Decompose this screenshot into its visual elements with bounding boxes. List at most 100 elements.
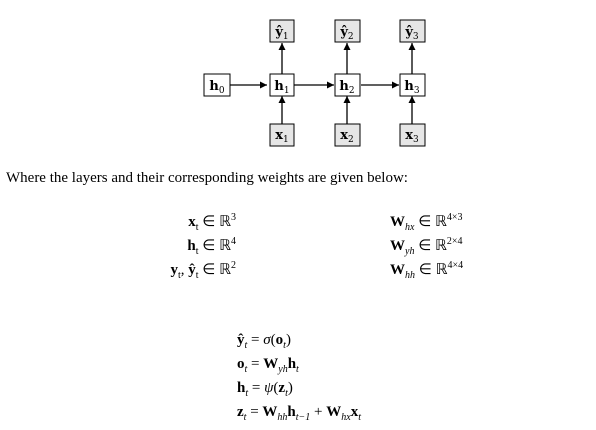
node-x3: x3 (399, 123, 426, 147)
eq1-arg: o (275, 332, 284, 348)
dim-x: xt ∈ ℝ3 (188, 212, 236, 233)
dim-x-set: ℝ (219, 214, 231, 230)
dim-y-lhs: y (170, 262, 178, 278)
svg-text:ŷ1: ŷ1 (274, 25, 288, 42)
svg-text:ŷ2: ŷ2 (339, 25, 353, 42)
dims-right: Whx ∈ ℝ4×3 Wyh ∈ ℝ2×4 Whh ∈ ℝ4×4 (390, 206, 464, 281)
dim-whx-exp: 4×3 (446, 212, 463, 223)
eq4-v1: h (287, 404, 296, 420)
dim-y: yt, ŷt ∈ ℝ2 (170, 260, 236, 281)
node-h3-sub: 3 (414, 86, 420, 96)
eq4-lhs: z (237, 404, 244, 420)
dim-whx-sub: hx (405, 222, 415, 233)
dim-x-lhs: x (188, 214, 196, 230)
node-h1-sub: 1 (284, 86, 290, 96)
eq2-w-sub: yh (278, 364, 288, 375)
eq1-arg-sub: t (283, 340, 286, 351)
svg-text:h0: h0 (209, 79, 224, 96)
dim-h-sub: t (195, 246, 199, 257)
node-y2-sub: 2 (348, 32, 354, 42)
node-y2-base: ŷ (339, 25, 348, 40)
dim-whh-set: ℝ (435, 262, 448, 278)
node-h2-sub: 2 (349, 86, 355, 96)
eq4-w2-sub: hx (341, 412, 351, 423)
eq4-lhs-sub: t (243, 412, 247, 423)
equations: ŷt = σ(ot) ot = Wyhht ht = ψ(zt) zt = Wh… (237, 328, 361, 424)
dim-whx: Whx ∈ ℝ4×3 (390, 212, 463, 233)
equation-o: ot = Wyhht (237, 356, 299, 375)
eq2-lhs: o (237, 356, 245, 372)
node-x1: x1 (269, 123, 295, 147)
node-h0-sub: 0 (219, 86, 225, 96)
node-x2: x2 (334, 123, 361, 147)
dim-h-exp: 4 (231, 236, 236, 247)
dim-yhat-sub: t (195, 270, 199, 281)
dim-h: ht ∈ ℝ4 (187, 236, 236, 257)
node-h2: h2 (334, 73, 361, 97)
node-y3-base: ŷ (404, 25, 413, 40)
eq3-lhs: h (237, 380, 246, 396)
dim-y-exp: 2 (231, 260, 236, 271)
node-h1: h1 (269, 73, 295, 97)
svg-text:x2: x2 (340, 128, 354, 145)
node-x2-base: x (340, 128, 348, 143)
dim-whh: Whh ∈ ℝ4×4 (390, 260, 464, 281)
dim-whx-set: ℝ (435, 214, 447, 230)
dim-y-sub: t (177, 270, 181, 281)
node-h3: h3 (399, 73, 426, 97)
eq4-v1-sub: t−1 (295, 412, 311, 423)
node-y1-base: ŷ (274, 25, 283, 40)
node-y3: ŷ3 (399, 19, 426, 43)
eq2-v: h (287, 356, 297, 372)
dim-whh-lhs: W (390, 262, 405, 278)
eq4-w1-sub: hh (277, 412, 288, 423)
dim-wyh-lhs: W (390, 238, 405, 254)
dim-wyh: Wyh ∈ ℝ2×4 (390, 236, 463, 257)
eq2-w: W (263, 356, 279, 372)
eq4-v2: x (350, 404, 359, 420)
dim-x-exp: 3 (231, 212, 236, 223)
dim-whh-sub: hh (405, 270, 415, 281)
svg-text:x1: x1 (275, 128, 289, 145)
node-x3-base: x (405, 128, 413, 143)
node-x1-base: x (275, 128, 283, 143)
equation-h: ht = ψ(zt) (237, 380, 293, 399)
dim-h-set: ℝ (219, 238, 231, 254)
dim-yhat-lhs: ŷ (188, 262, 196, 278)
dim-wyh-set: ℝ (435, 238, 447, 254)
dim-whx-lhs: W (390, 214, 405, 230)
eq2-v-sub: t (296, 364, 299, 375)
svg-text:h2: h2 (339, 79, 354, 96)
eq3-arg-sub: t (285, 388, 288, 399)
dim-wyh-exp: 2×4 (446, 236, 463, 247)
intro-text: Where the layers and their corresponding… (6, 170, 408, 186)
eq3-fn: ψ (264, 380, 274, 396)
eq4-w1: W (262, 404, 278, 420)
equation-z: zt = Whhht−1 + Whxxt (237, 404, 361, 423)
node-x2-sub: 2 (348, 135, 354, 145)
dim-whh-exp: 4×4 (447, 260, 464, 271)
eq3-arg: z (278, 380, 286, 396)
node-h0-base: h (209, 79, 219, 94)
node-h2-base: h (339, 79, 349, 94)
eq1-lhs-sub: t (244, 340, 248, 351)
eq3-lhs-sub: t (245, 388, 249, 399)
rnn-diagram: h0 h1 h2 h3 x1 x2 x3 ŷ1 ŷ2 ŷ3 (203, 19, 426, 147)
node-y1: ŷ1 (269, 19, 295, 43)
node-y2: ŷ2 (334, 19, 361, 43)
equation-yhat: ŷt = σ(ot) (237, 332, 291, 351)
node-x3-sub: 3 (413, 135, 419, 145)
svg-text:x3: x3 (405, 128, 419, 145)
node-h0: h0 (203, 73, 231, 97)
node-y3-sub: 3 (413, 32, 419, 42)
dim-y-set: ℝ (219, 262, 231, 278)
node-y1-sub: 1 (283, 32, 289, 42)
node-h3-base: h (404, 79, 414, 94)
svg-text:h3: h3 (404, 79, 419, 96)
dims-left: xt ∈ ℝ3 ht ∈ ℝ4 yt, ŷt ∈ ℝ2 (170, 206, 236, 281)
dim-h-lhs: h (187, 238, 196, 254)
eq2-lhs-sub: t (244, 364, 248, 375)
eq4-w2: W (326, 404, 342, 420)
svg-text:h1: h1 (274, 79, 289, 96)
eq1-fn: σ (263, 332, 271, 348)
